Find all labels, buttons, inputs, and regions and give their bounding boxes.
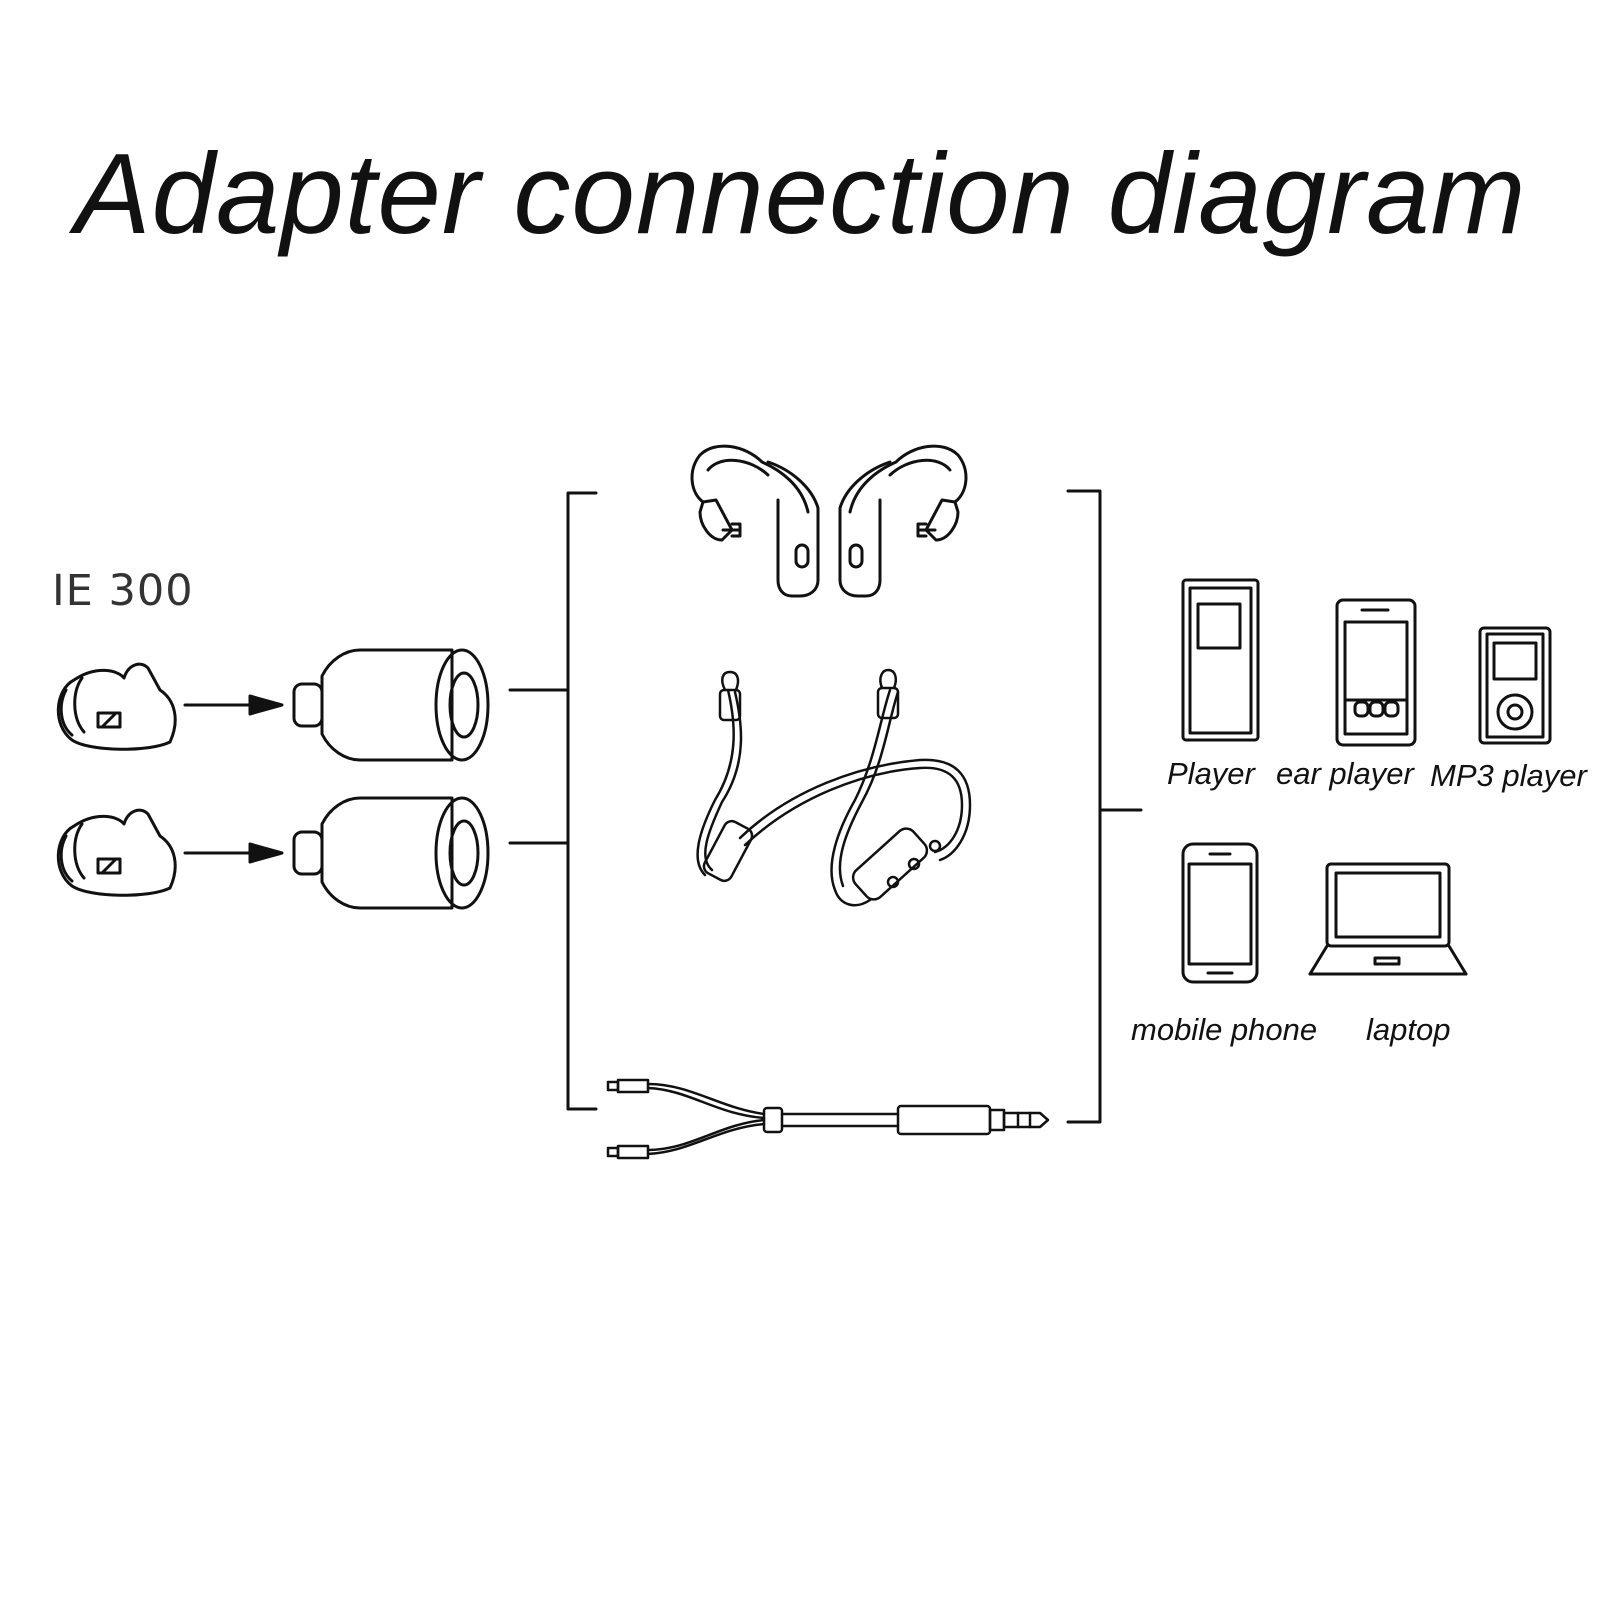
earphone-icon (56, 808, 177, 897)
device-label-ear-player: ear player (1276, 756, 1414, 791)
ear-player-icon (1335, 598, 1417, 747)
earphone-icon (56, 662, 177, 751)
mmcx-connector-icon (292, 796, 490, 910)
device-label-laptop: laptop (1366, 1012, 1451, 1047)
mp3-player-icon (1478, 626, 1552, 745)
diagram-title: Adapter connection diagram (74, 131, 1527, 258)
arrow-icon (183, 694, 284, 716)
model-label: IE 300 (52, 566, 194, 616)
ear-hook-adapter-icon (690, 444, 968, 598)
arrow-icon (183, 842, 284, 864)
mobile-phone-icon (1181, 842, 1259, 984)
neckband-bluetooth-cable-icon (696, 668, 972, 907)
device-label-mp3-player: MP3 player (1430, 758, 1587, 793)
y-splitter-cable-icon (606, 1078, 1050, 1160)
mmcx-connector-icon (292, 648, 490, 762)
laptop-icon (1308, 862, 1468, 976)
music-player-icon (1181, 578, 1260, 742)
device-label-player: Player (1167, 756, 1255, 791)
device-label-mobile-phone: mobile phone (1131, 1012, 1318, 1047)
